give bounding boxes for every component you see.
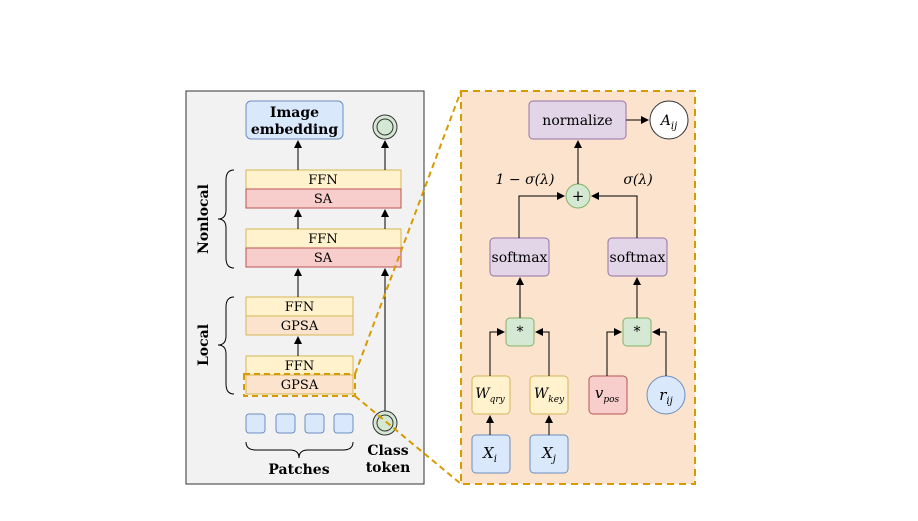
w-qry-box [471,375,511,415]
patch-1 [245,413,266,434]
class-token-label-line1: Class [367,443,408,459]
image-embedding-label-line1: Image [270,105,319,121]
local-block-1-gpsa [245,315,354,336]
arrow-softmax-left-to-plus [518,192,565,238]
local-label: Local [196,324,212,366]
nonlocal-block-2-ffn-label: FFN [308,232,337,247]
softmax-right-label: softmax [610,250,666,266]
image-embedding-label-line2: embedding [251,122,338,138]
zoom-line-bottom [354,395,462,485]
w-qry-label: Wqry [475,386,505,405]
x-i-box [471,434,511,474]
class-token-output-inner [376,118,394,136]
nonlocal-block-1-sa [245,188,402,209]
nonlocal-brace [217,169,235,269]
mult-left-label: * [517,324,524,340]
local-block-1-ffn-label: FFN [285,300,314,315]
arrow-rij-to-mult [652,328,667,376]
normalize-label: normalize [542,113,612,129]
r-ij-label: rij [659,386,672,407]
patch-4 [333,413,354,434]
local-block-2-gpsa-label: GPSA [281,378,319,393]
attention-output-circle [649,100,689,140]
arrow-vpos-to-mult [606,328,622,376]
class-token-input-inner [376,414,394,432]
patch-3 [304,413,325,434]
nonlocal-block-2-sa-label: SA [314,251,333,266]
arrow-softmax-right-to-plus [591,192,638,238]
patch-2 [275,413,296,434]
v-pos-label: vpos [595,384,620,405]
mult-right-label: * [634,324,641,340]
right-weight-label: σ(λ) [623,172,652,188]
image-embedding-box [245,100,344,140]
patches-brace [245,441,354,459]
zoom-line-top [354,90,462,375]
v-pos-box [588,375,628,415]
w-key-label: Wkey [534,386,565,405]
arrow-wqry-to-mult [489,328,505,376]
x-i-label: Xi [482,444,497,465]
local-block-2-ffn-label: FFN [285,359,314,374]
attention-output-label: Aij [659,113,677,132]
class-token-label-line2: token [366,460,411,476]
x-j-label: Xj [541,444,556,465]
local-brace [217,296,235,395]
nonlocal-label: Nonlocal [196,184,212,254]
plus-symbol: + [572,187,585,205]
left-weight-label: 1 − σ(λ) [496,172,555,188]
local-block-1-gpsa-label: GPSA [281,319,319,334]
nonlocal-block-1-sa-label: SA [314,192,333,207]
patches-label: Patches [268,462,329,478]
nonlocal-block-2-sa [245,247,402,268]
softmax-left-label: softmax [492,250,548,266]
nonlocal-block-1-ffn-label: FFN [308,173,337,188]
arrow-wkey-to-mult [535,328,550,376]
zoom-highlight-box [243,373,356,397]
